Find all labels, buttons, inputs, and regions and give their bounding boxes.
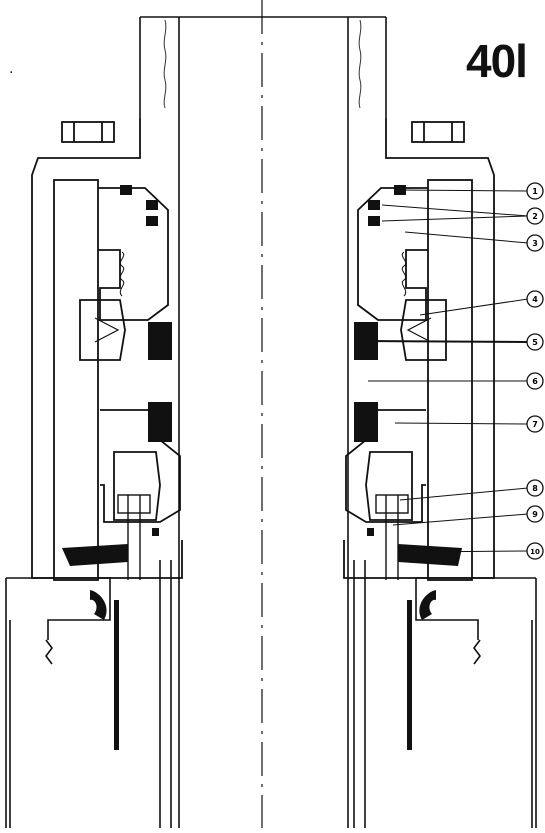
callout-number-1: 1 xyxy=(532,187,538,196)
callout-bubble-4: 4 xyxy=(526,290,544,308)
shaft xyxy=(139,16,387,828)
callout-number-3: 3 xyxy=(532,239,538,248)
bolts xyxy=(117,251,409,580)
callout-bubble-6: 6 xyxy=(526,372,544,390)
callout-bubble-9: 9 xyxy=(526,505,544,523)
callout-bubble-7: 7 xyxy=(526,415,544,433)
model-label: 40l xyxy=(466,35,528,87)
callout-bubble-8: 8 xyxy=(526,479,544,497)
callout-number-6: 6 xyxy=(532,377,538,386)
callout-number-7: 7 xyxy=(532,420,538,429)
callout-number-4: 4 xyxy=(532,295,538,304)
callout-bubble-5: 5 xyxy=(526,333,544,351)
callout-number-8: 8 xyxy=(532,484,538,493)
callout-bubble-2: 2 xyxy=(526,207,544,225)
callout-number-2: 2 xyxy=(532,212,538,221)
callouts xyxy=(365,189,529,553)
callout-number-9: 9 xyxy=(532,510,538,519)
callout-number-5: 5 xyxy=(532,338,538,347)
stray-mark: . xyxy=(9,61,14,77)
callout-bubble-10: 10 xyxy=(526,542,544,560)
lower-housing xyxy=(5,577,537,828)
callout-bubble-1: 1 xyxy=(526,182,544,200)
callout-number-10: 10 xyxy=(530,548,540,556)
callout-bubble-3: 3 xyxy=(526,234,544,252)
